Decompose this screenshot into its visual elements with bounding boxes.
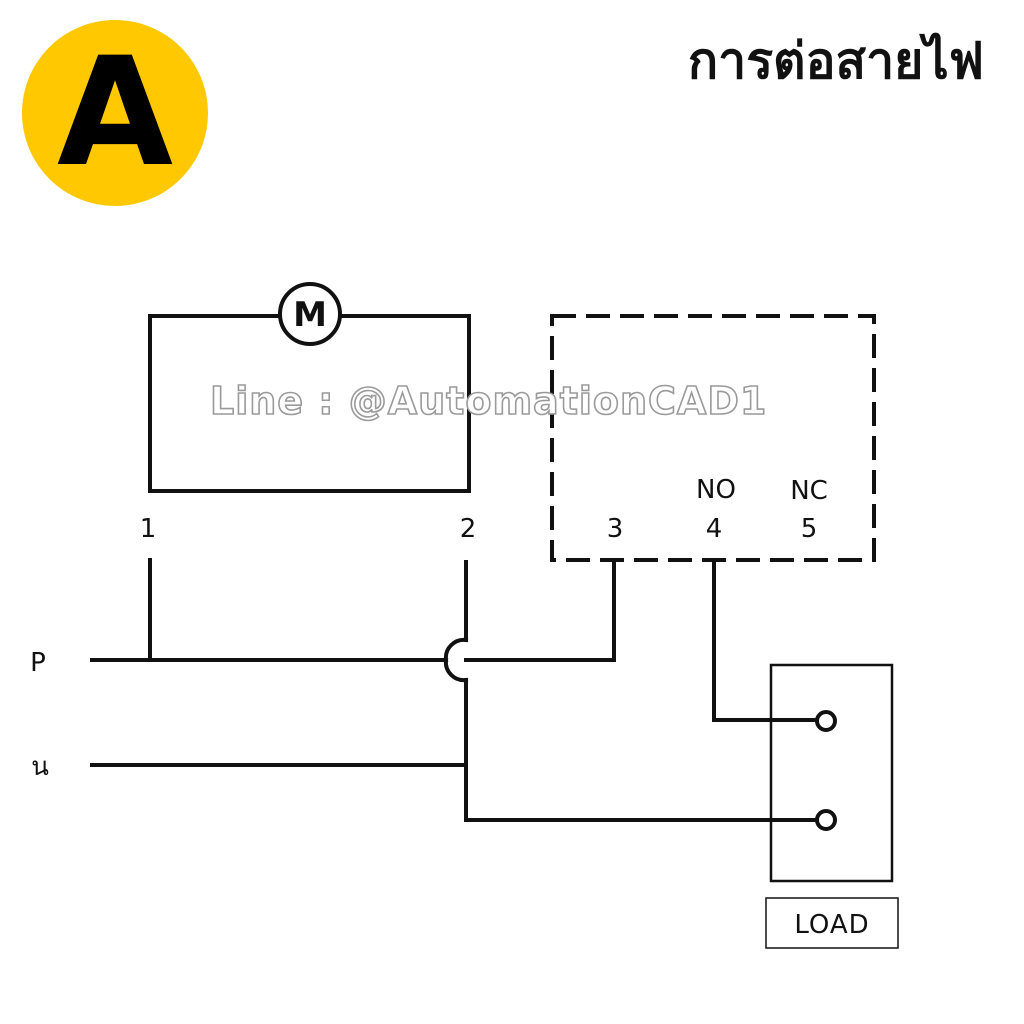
load-label-box [765, 897, 899, 949]
terminal-nc-label: NC [790, 476, 828, 506]
load-terminal-top-icon [815, 710, 837, 732]
badge-letter: A [56, 26, 174, 200]
no-wire-to-load [712, 560, 828, 722]
load-label: LOAD [794, 910, 869, 940]
terminal-1-label: 1 [140, 514, 157, 544]
motor-symbol-icon [278, 282, 342, 346]
terminal-4-label: 4 [706, 514, 723, 544]
watermark-text: Line : @AutomationCAD1 [210, 379, 767, 423]
terminal-no-label: NO [696, 475, 736, 505]
terminal-2-label: 2 [460, 514, 477, 544]
terminal-3-label: 3 [607, 514, 624, 544]
terminal-5-label: 5 [801, 514, 818, 544]
motor-label: M [293, 295, 327, 335]
terminal-2-wire-to-load [464, 678, 828, 822]
page-title: การต่อสายไฟ [687, 32, 984, 90]
phase-label: P [30, 648, 46, 678]
neutral-label: น [31, 752, 49, 782]
load-terminal-bottom-icon [815, 809, 837, 831]
phase-wire-hop [443, 657, 469, 683]
badge-circle [22, 20, 208, 206]
load-box [769, 663, 894, 883]
phase-wire-to-terminal-3 [464, 560, 616, 662]
